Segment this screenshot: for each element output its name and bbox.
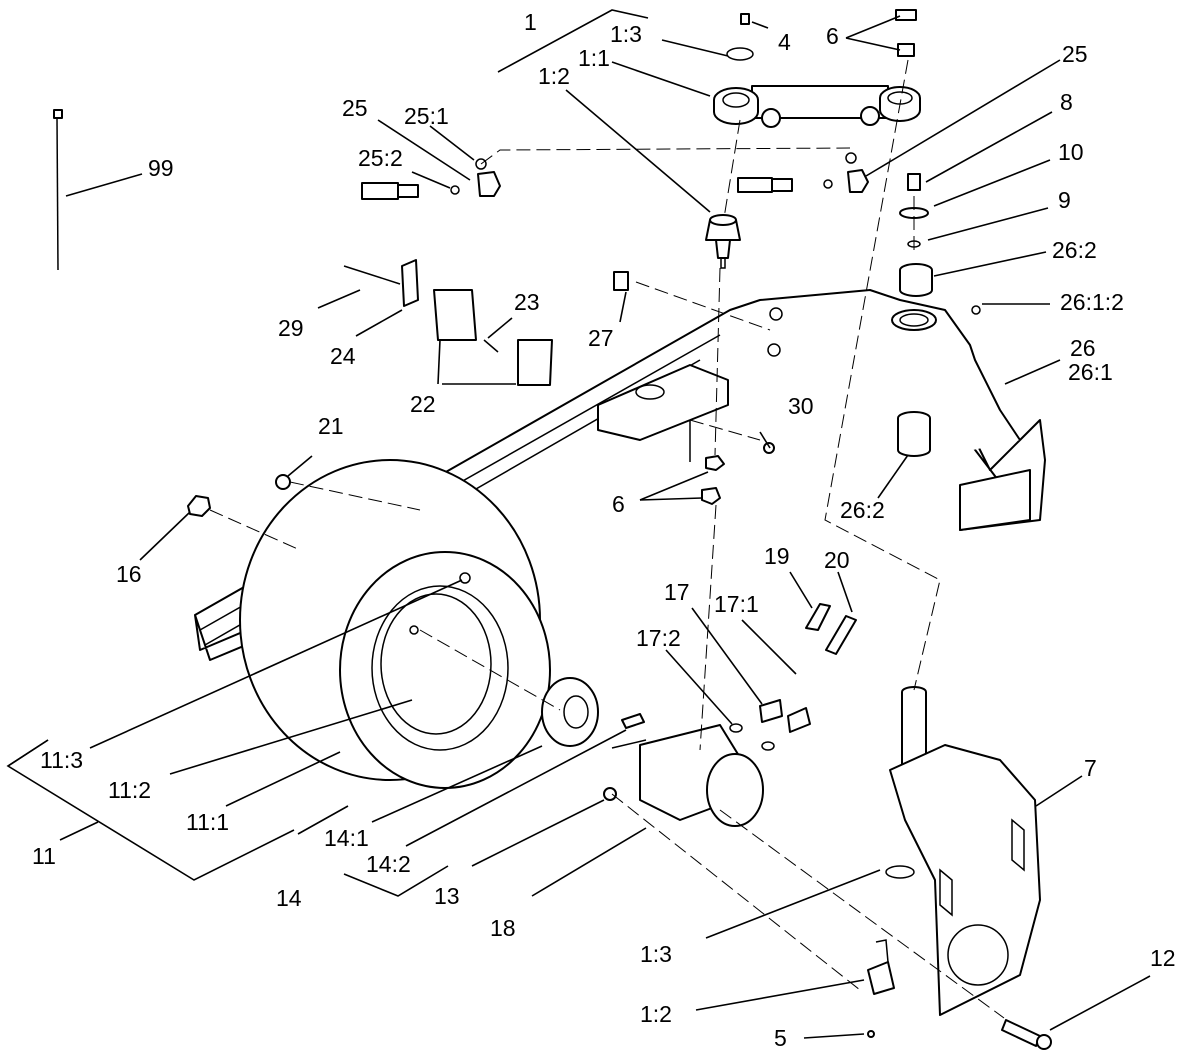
label-8: 8 [1060,89,1073,115]
label-27: 27 [588,325,614,351]
hydraulic-motor [611,724,764,827]
wheel-hub [541,677,645,747]
label-17-1: 17:1 [714,591,759,617]
label-6-mid: 6 [612,491,625,517]
label-5: 5 [774,1025,787,1051]
label-23: 23 [514,289,540,315]
label-25-2: 25:2 [358,145,403,171]
label-25-right: 25 [1062,41,1088,67]
ball-joint-lower [867,865,915,1038]
label-1-3-bot: 1:3 [640,941,672,967]
label-16: 16 [116,561,142,587]
bolt-12 [1001,1019,1052,1050]
label-24: 24 [330,343,356,369]
label-17: 17 [664,579,690,605]
label-1-2-top: 1:2 [538,63,570,89]
hydraulic-fitting-left [361,158,501,200]
cable-tie [53,109,63,271]
pivot-bar-assembly [713,9,921,128]
label-30: 30 [788,393,814,419]
label-1-3-top: 1:3 [610,21,642,47]
hydraulic-fitting-right [737,152,869,193]
label-99: 99 [148,155,174,181]
washer-bolt-8-9-10 [899,173,981,315]
bushing-upper [899,263,933,297]
leader-lines [6,9,1151,1039]
label-12: 12 [1150,945,1176,971]
caster-fork [889,686,1041,1016]
ball-joint-upper [705,214,741,269]
label-22: 22 [410,391,436,417]
label-26: 26 [1070,335,1096,361]
label-25-left: 25 [342,95,368,121]
label-1: 1 [524,9,537,35]
callout-labels: 1 1:3 1:1 1:2 4 6 25 25:1 25:2 25 8 10 9… [32,9,1176,1051]
label-14: 14 [276,885,302,911]
motor-fittings [729,603,857,751]
label-20: 20 [824,547,850,573]
label-11-1: 11:1 [186,809,229,835]
frame-mount-plate [597,364,729,462]
label-17-2: 17:2 [636,625,681,651]
nuts [187,442,775,801]
label-13: 13 [434,883,460,909]
label-10: 10 [1058,139,1084,165]
label-26-1: 26:1 [1068,359,1113,385]
label-14-1: 14:1 [324,825,369,851]
label-19: 19 [764,543,790,569]
label-7: 7 [1084,755,1097,781]
label-1-2-bot: 1:2 [640,1001,672,1027]
label-4: 4 [778,29,791,55]
label-6-top: 6 [826,23,839,49]
label-14-2: 14:2 [366,851,411,877]
label-26-1-2: 26:1:2 [1060,289,1124,315]
assembly-dashes [209,59,1005,1019]
label-25-1: 25:1 [404,103,449,129]
label-29: 29 [278,315,304,341]
label-9: 9 [1058,187,1071,213]
label-26-2-top: 26:2 [1052,237,1097,263]
bushing-lower [897,411,931,457]
label-18: 18 [490,915,516,941]
clamp-assembly [343,259,629,386]
label-11: 11 [32,843,56,869]
label-26-2-bot: 26:2 [840,497,885,523]
label-21: 21 [318,413,344,439]
label-11-2: 11:2 [108,777,151,803]
label-11-3: 11:3 [40,747,83,773]
label-1-1: 1:1 [578,45,610,71]
